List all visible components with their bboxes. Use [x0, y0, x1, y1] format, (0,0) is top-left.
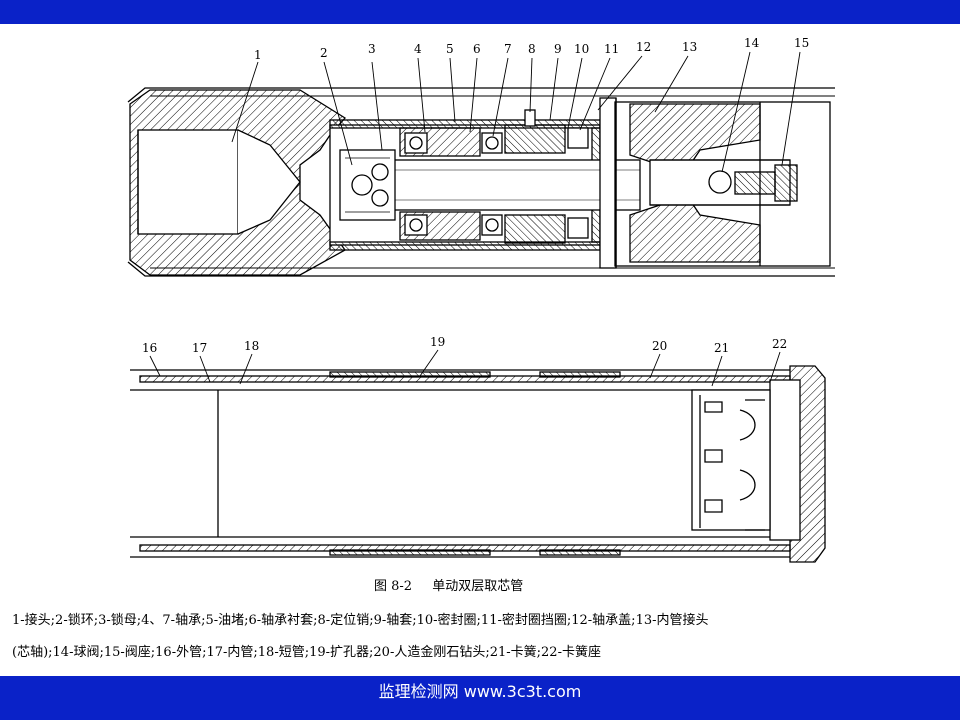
part-label: 11 [604, 42, 619, 56]
bottom-banner [0, 676, 960, 720]
footer-website-text: 监理检测网 www.3c3t.com [378, 682, 582, 701]
top-banner [0, 0, 960, 24]
figure-caption: 图 8-2 单动双层取芯管 [374, 575, 614, 594]
top-leader-lines [231, 51, 801, 173]
part-label: 8 [528, 42, 536, 56]
part-label: 20 [652, 339, 667, 353]
legend-line-1: 1-接头;2-锁环;3-锁母;4、7-轴承;5-油堵;6-轴承衬套;8-定位销;… [12, 613, 709, 628]
part-label: 2 [320, 46, 328, 60]
part-label: 18 [244, 339, 259, 353]
part-label: 9 [554, 42, 562, 56]
bottom-leader-lines [149, 349, 781, 387]
part-label: 3 [368, 42, 376, 56]
part-label: 16 [142, 341, 157, 355]
figure-title: 单动双层取芯管 [432, 579, 524, 594]
lower-assembly-section [130, 365, 826, 563]
part-label: 12 [636, 40, 651, 54]
part-label: 13 [682, 40, 697, 54]
part-label: 4 [414, 42, 422, 56]
upper-assembly-section [127, 87, 835, 277]
top-part-numbers: 1 2 3 4 5 6 7 8 9 10 11 12 13 14 15 [254, 36, 809, 62]
part-label: 7 [504, 42, 512, 56]
legend-line-2: (芯轴);14-球阀;15-阀座;16-外管;17-内管;18-短管;19-扩孔… [12, 645, 601, 660]
part-label: 21 [714, 341, 729, 355]
part-label: 6 [473, 42, 481, 56]
part-label: 10 [574, 42, 589, 56]
part-label: 14 [744, 36, 760, 50]
part-label: 17 [192, 341, 207, 355]
part-label: 5 [446, 42, 454, 56]
part-label: 22 [772, 337, 787, 351]
part-label: 19 [430, 335, 445, 349]
part-label: 1 [254, 48, 262, 62]
figure-number: 图 8-2 [374, 579, 413, 594]
core-barrel-drawing: 1 2 3 4 5 6 7 8 9 10 11 12 13 14 15 16 1… [127, 36, 835, 563]
part-label: 15 [794, 36, 809, 50]
bottom-part-numbers: 16 17 18 19 20 21 22 [142, 335, 787, 355]
